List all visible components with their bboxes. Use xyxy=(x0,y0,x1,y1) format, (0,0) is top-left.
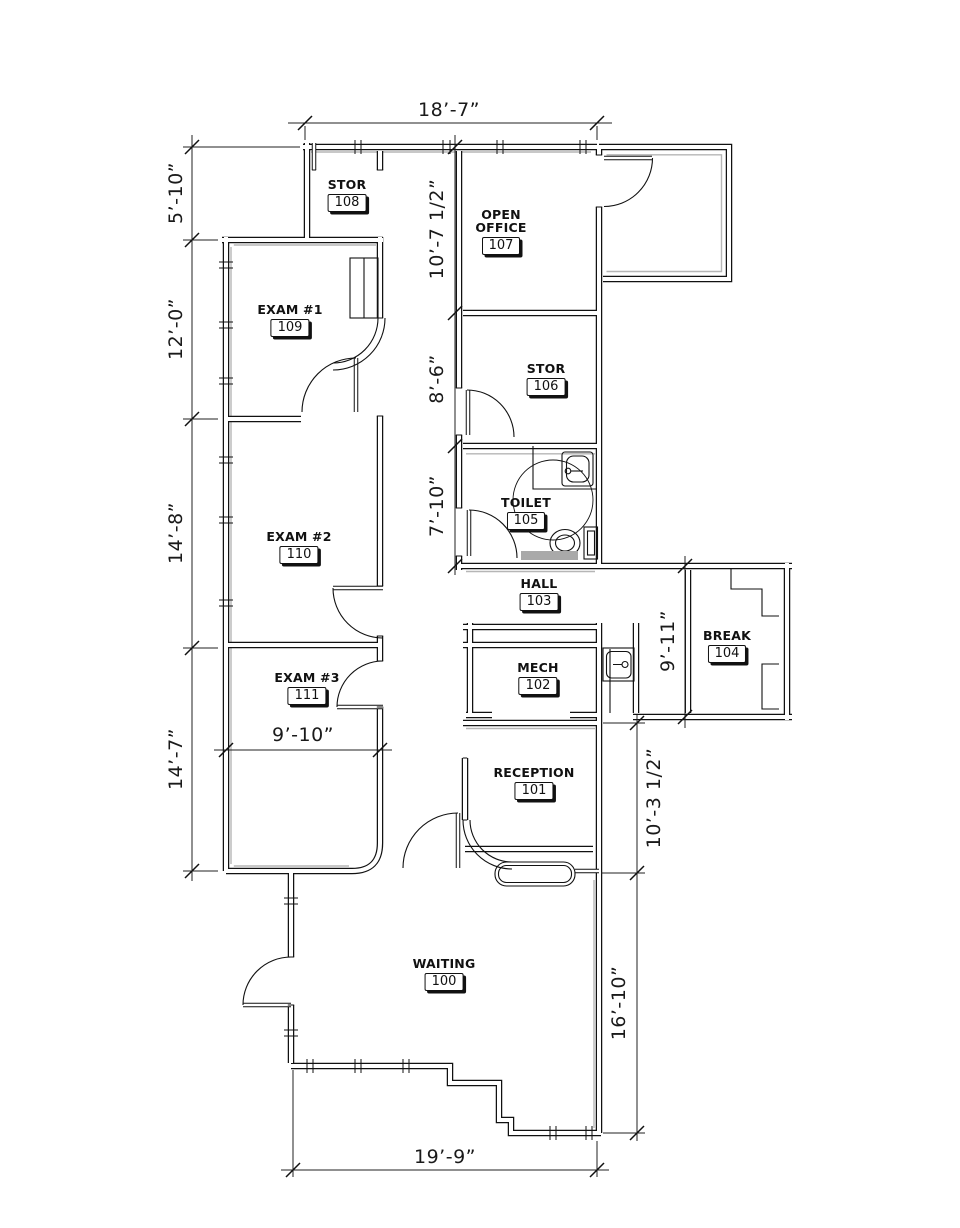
dimension-mid-seg-3: 7’-10” xyxy=(426,474,448,538)
exam1-cabinet xyxy=(349,257,379,319)
dimension-right-seg-1: 10’-3 1/2” xyxy=(643,747,665,849)
turning-circle xyxy=(512,459,594,541)
curved-walls xyxy=(332,317,513,870)
room-name: OPEN OFFICE xyxy=(475,207,527,235)
dimension-ticks xyxy=(184,115,693,1178)
toilet-sink-fixture xyxy=(561,451,594,487)
room-name: EXAM #3 xyxy=(274,670,340,685)
wall-shadow-lines xyxy=(230,151,723,1128)
room-number-tag: 110 xyxy=(279,546,319,564)
room-label-stor-108: STOR 108 xyxy=(327,177,367,212)
room-label-exam-1: EXAM #1 109 xyxy=(257,303,322,337)
room-name: MECH xyxy=(517,660,559,675)
toilet-counter xyxy=(532,446,597,490)
room-label-exam-2: EXAM #2 110 xyxy=(266,530,331,564)
door-leaf-cores xyxy=(243,143,652,1007)
dimension-mid-seg-2: 8’-6” xyxy=(426,354,448,404)
dimension-right-seg-2: 16’-10” xyxy=(608,965,630,1041)
room-number-tag: 107 xyxy=(481,237,521,255)
room-label-stor-106: STOR 106 xyxy=(526,361,566,396)
room-label-toilet: TOILET 105 xyxy=(501,496,551,530)
room-label-break: BREAK 104 xyxy=(703,629,751,663)
room-number-tag: 109 xyxy=(270,319,310,337)
room-number-tag: 108 xyxy=(327,194,367,212)
dimension-left-seg-1: 5’-10” xyxy=(165,161,187,225)
room-number-tag: 106 xyxy=(526,378,566,396)
room-name: RECEPTION xyxy=(493,765,575,780)
room-number-tag: 111 xyxy=(287,687,327,705)
room-name: STOR xyxy=(526,361,566,376)
reception-counter xyxy=(494,861,576,887)
room-label-waiting: WAITING 100 xyxy=(413,957,476,991)
toilet-floor-mat xyxy=(521,551,578,560)
room-name: STOR xyxy=(327,177,367,192)
sink-faucet-icon xyxy=(621,660,629,669)
room-number-tag: 100 xyxy=(424,973,464,991)
room-label-mech: MECH 102 xyxy=(517,660,559,695)
room-number-tag: 105 xyxy=(506,512,546,530)
dimension-left-seg-2: 12’-0” xyxy=(165,297,187,361)
dimension-top-width: 18’-7” xyxy=(417,99,481,121)
room-name: WAITING xyxy=(412,956,476,971)
room-number-tag: 103 xyxy=(519,593,559,611)
room-name: TOILET xyxy=(500,495,552,510)
dimension-lines xyxy=(183,122,686,1177)
room-number-tag: 101 xyxy=(514,782,554,800)
room-label-open-office: OPEN OFFICE 107 xyxy=(472,208,530,255)
room-label-exam-3: EXAM #3 111 xyxy=(274,671,339,705)
dimension-mid-seg-1: 10’-7 1/2” xyxy=(426,178,448,280)
wc-tank xyxy=(583,526,599,560)
room-number-tag: 104 xyxy=(707,645,747,663)
dimension-left-seg-3: 14’-8” xyxy=(165,501,187,565)
room-number-tag: 102 xyxy=(518,677,558,695)
sink-faucet-icon xyxy=(564,467,572,475)
room-name: EXAM #2 xyxy=(266,529,332,544)
dimension-exam3-width: 9’-10” xyxy=(271,724,335,746)
room-name: EXAM #1 xyxy=(257,302,323,317)
room-name: HALL xyxy=(520,576,558,591)
dimension-bottom-width: 19’-9” xyxy=(413,1146,477,1168)
dimension-left-seg-4: 14’-7” xyxy=(165,727,187,791)
window-mullions xyxy=(219,140,593,1140)
dimension-break-depth: 9’-11” xyxy=(657,609,679,673)
mech-sink-fixture xyxy=(602,647,635,682)
room-label-reception: RECEPTION 101 xyxy=(493,766,574,800)
mech-area-fixtures xyxy=(602,647,635,713)
break-room-counters xyxy=(730,568,779,710)
room-name: BREAK xyxy=(702,628,752,643)
room-label-hall: HALL 103 xyxy=(519,576,559,611)
door-swing-arcs xyxy=(242,157,654,1006)
